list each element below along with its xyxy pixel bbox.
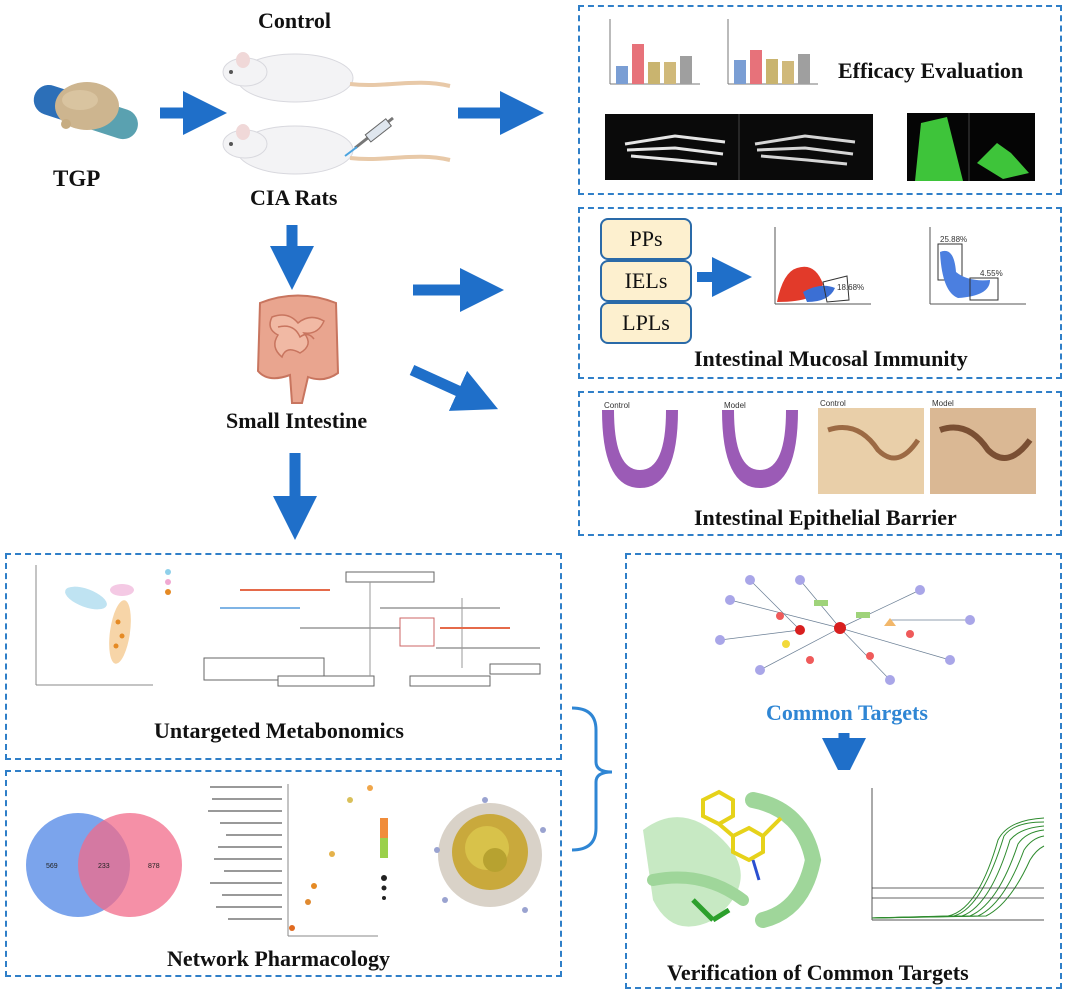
ppi-network-hairball <box>434 797 546 913</box>
mucosal-immunity-box <box>578 207 1062 379</box>
ihc-label-control: Control <box>820 400 846 408</box>
molecular-docking-image <box>633 770 853 948</box>
small-intestine-icon <box>256 294 340 404</box>
network-pharmacology-box <box>5 770 562 977</box>
efficacy-bar-chart-1 <box>609 19 700 85</box>
flow2-gate-a-value: 25.88% <box>940 235 967 244</box>
venn-left-count: 569 <box>46 863 58 870</box>
he-label-model: Model <box>724 401 746 410</box>
kegg-bubble-plot <box>208 784 388 937</box>
efficacy-evaluation-box <box>578 5 1062 195</box>
metabolic-pathway-map <box>203 571 541 687</box>
epithelial-barrier-title: Intestinal Epithelial Barrier <box>694 505 957 530</box>
syringe-icon <box>344 116 394 157</box>
tgp-label: TGP <box>53 166 101 191</box>
common-targets-box <box>625 553 1062 989</box>
efficacy-title: Efficacy Evaluation <box>838 58 1024 83</box>
small-intestine-label: Small Intestine <box>226 408 368 433</box>
verification-title: Verification of Common Targets <box>667 960 969 985</box>
capsule-icon <box>33 82 138 140</box>
flow2-gate-b-value: 4.55% <box>980 269 1003 278</box>
he-label-control: Control <box>604 401 630 410</box>
ihc-stain-images: Control Model <box>818 400 1036 494</box>
mucosal-immunity-title: Intestinal Mucosal Immunity <box>694 346 968 371</box>
common-targets-title: Common Targets <box>766 700 928 725</box>
fluorescence-image <box>907 113 1035 181</box>
qpcr-amplification-plot <box>858 780 1050 940</box>
flow1-gate-value: 18.68% <box>837 283 864 292</box>
venn-right-count: 878 <box>148 863 160 870</box>
he-stain-images: Control Model <box>602 401 798 488</box>
target-network-graph <box>715 575 975 685</box>
ihc-label-model: Model <box>932 400 954 408</box>
epithelial-barrier-box <box>578 391 1062 536</box>
network-pharmacology-title: Network Pharmacology <box>167 946 391 971</box>
metabonomics-title: Untargeted Metabonomics <box>154 718 404 743</box>
venn-diagram: 569 233 878 <box>26 813 182 917</box>
arrow-intestine-to-barrier <box>409 364 499 411</box>
pca-score-plot <box>35 565 171 686</box>
control-label: Control <box>258 8 331 33</box>
venn-mid-count: 233 <box>98 863 110 870</box>
flow-plot-1: 18.68% <box>774 227 871 305</box>
efficacy-bar-chart-2 <box>727 19 818 85</box>
micro-ct-image <box>605 114 873 180</box>
cell-lpls: LPLs <box>600 302 692 344</box>
metabonomics-box <box>5 553 562 760</box>
cia-rats-label: CIA Rats <box>250 185 338 210</box>
flow-plot-2: 25.88% 4.55% <box>929 227 1026 305</box>
cell-iels: IELs <box>600 260 692 302</box>
cell-pps: PPs <box>600 218 692 260</box>
merge-bracket <box>571 706 613 852</box>
cia-rat-icon <box>222 116 451 175</box>
control-rat-icon <box>222 52 451 103</box>
